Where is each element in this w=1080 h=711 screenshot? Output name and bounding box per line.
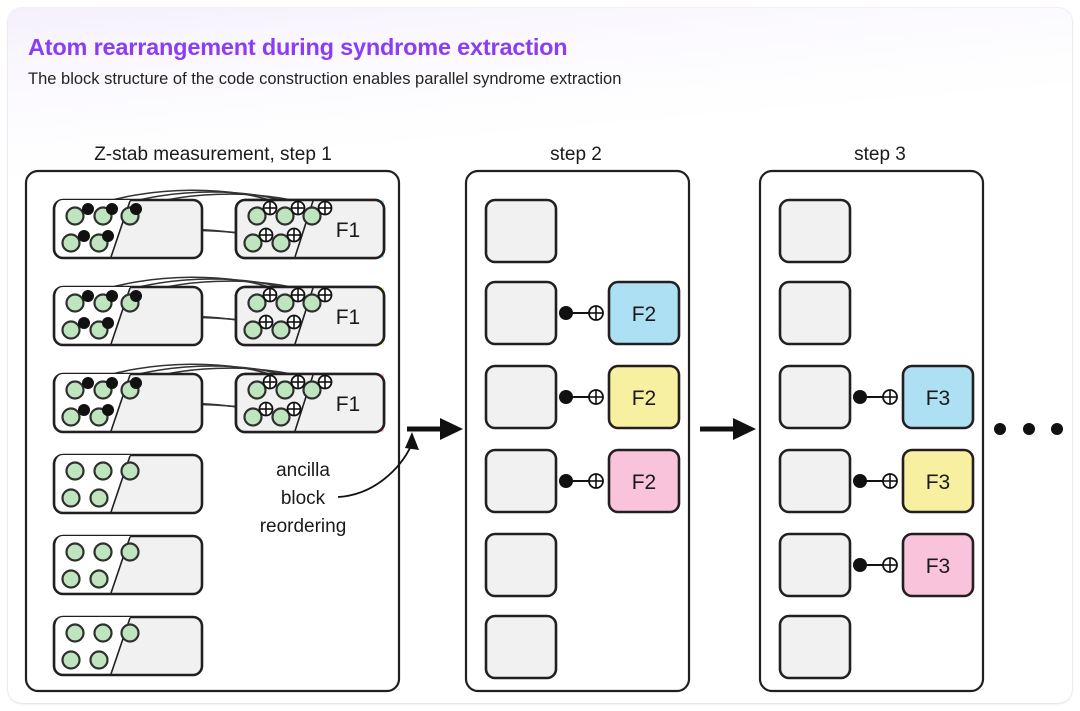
idle-block (484, 198, 558, 264)
source-block (778, 448, 852, 514)
f-label-p3-row-3: F3 (926, 387, 951, 410)
f-label-p2-row-3: F2 (632, 387, 657, 410)
annotation-leader-curve (337, 443, 413, 498)
cnot-targets-row-1 (258, 200, 333, 243)
panel-step-3-row-5: F3 (778, 532, 975, 598)
ancilla-block-row-2: F1 (234, 285, 386, 347)
f-label-p3-row-4: F3 (926, 471, 951, 494)
step-arrow-1-to-2 (407, 418, 463, 440)
panel-step-3-row-4: F3 (778, 448, 975, 514)
cnot-control-dot (853, 558, 867, 572)
step-arrow-2-to-3 (700, 418, 756, 440)
panel-step-1-row-4 (52, 453, 204, 515)
cnot-target-icon (588, 305, 604, 321)
cnot-target-icon (882, 557, 898, 573)
panel-step-2-row-3: F2 (484, 364, 681, 430)
panel-step-2-row-5 (484, 532, 558, 598)
source-block (484, 364, 558, 430)
ancilla-block-row-3: F1 (234, 372, 386, 434)
panel-step-1-row-6 (52, 615, 204, 677)
cnot-control-dot (853, 390, 867, 404)
f-label-p1-row-1: F1 (336, 219, 361, 242)
f-block-p2-row-3 (607, 364, 681, 430)
ancilla-block-row-1: F1 (234, 198, 386, 260)
f-block-p3-row-3 (901, 364, 975, 430)
f-label-p1-row-3: F1 (336, 393, 361, 416)
cnot-control-dot (853, 474, 867, 488)
atom-rearrangement-diagram: Z-stab measurement, step 1 step 2 step 3 (24, 144, 1063, 693)
idle-block (778, 614, 852, 680)
cnot-target-icon (588, 389, 604, 405)
panel-step-1-row-2: F1 (52, 276, 386, 347)
f-label-p2-row-2: F2 (632, 303, 657, 326)
annotation-line-3: reordering (260, 516, 347, 537)
annotation-leader-arrowhead (405, 432, 419, 450)
f-label-p1-row-2: F1 (336, 306, 361, 329)
idle-block (484, 532, 558, 598)
f-block-p3-row-5 (901, 532, 975, 598)
panel-step-1-row-1: F1 (52, 189, 386, 260)
source-block (484, 448, 558, 514)
panel-step-2-row-1 (484, 198, 558, 264)
panel-step-2-row-2: F2 (484, 280, 681, 346)
page-title: Atom rearrangement during syndrome extra… (28, 34, 568, 60)
f-block-p2-row-4 (607, 448, 681, 514)
idle-block (484, 614, 558, 680)
page-subtitle: The block structure of the code construc… (28, 70, 622, 88)
panel-step-3-row-1 (778, 198, 852, 264)
f-block-p3-row-4 (901, 448, 975, 514)
source-block (778, 364, 852, 430)
panel-step-3-row-6 (778, 614, 852, 680)
data-block-row-3 (52, 372, 204, 434)
figure-stage: Z-stab measurement, step 1 step 2 step 3 (8, 8, 1072, 703)
figure-card: Atom rearrangement during syndrome extra… (8, 8, 1072, 703)
data-block-row-2 (52, 285, 204, 347)
panel-title-step-3: step 3 (854, 144, 906, 165)
panel-step-2-row-6 (484, 614, 558, 680)
cnot-control-dot (559, 474, 573, 488)
ancilla-reordering-annotation: ancilla block reordering (260, 432, 419, 537)
cnot-targets-row-3 (258, 374, 333, 417)
f-block-p2-row-2 (607, 280, 681, 346)
cnot-control-dot (559, 306, 573, 320)
cnot-control-dot (559, 390, 573, 404)
panel-title-step-1: Z-stab measurement, step 1 (94, 144, 332, 165)
cnot-target-icon (588, 473, 604, 489)
cnot-targets-row-2 (258, 287, 333, 330)
panel-step-2-row-4: F2 (484, 448, 681, 514)
cnot-target-icon (882, 389, 898, 405)
panel-step-1-row-3: F1 (52, 363, 386, 434)
idle-block (778, 280, 852, 346)
panel-step-3-row-3: F3 (778, 364, 975, 430)
annotation-line-2: block (281, 488, 326, 509)
f-label-p2-row-4: F2 (632, 471, 657, 494)
cnot-target-icon (882, 473, 898, 489)
source-block (778, 532, 852, 598)
source-block (484, 280, 558, 346)
annotation-line-1: ancilla (276, 460, 330, 481)
panel-step-3-row-2 (778, 280, 852, 346)
continuation-ellipsis-icon (994, 423, 1063, 435)
data-block-row-1 (52, 198, 204, 260)
panel-title-step-2: step 2 (550, 144, 602, 165)
f-label-p3-row-5: F3 (926, 555, 951, 578)
idle-block (778, 198, 852, 264)
panel-step-1-row-5 (52, 534, 204, 596)
